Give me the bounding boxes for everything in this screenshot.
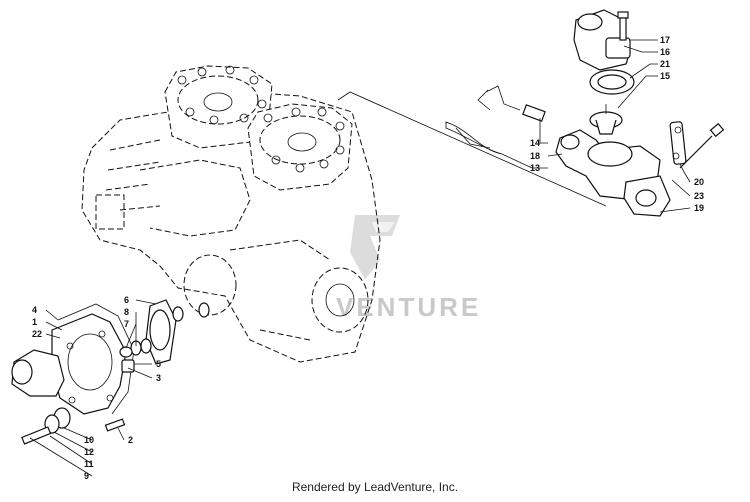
callout-14: 14 <box>530 138 540 148</box>
leader-lines <box>29 39 691 477</box>
engine-link-line <box>337 91 607 207</box>
bracket-20 <box>669 121 687 165</box>
callout-9: 9 <box>84 471 89 481</box>
callout-labels: 17 16 21 15 14 18 13 20 23 19 4 1 22 6 8… <box>32 35 704 481</box>
callout-21: 21 <box>660 59 670 69</box>
bushing-5 <box>121 359 135 373</box>
seal-21 <box>589 69 635 95</box>
callout-3: 3 <box>156 373 161 383</box>
water-pump-housing <box>51 313 127 415</box>
callout-13: 13 <box>530 163 540 173</box>
callout-20: 20 <box>694 177 704 187</box>
outlet-elbow <box>11 349 65 397</box>
drain-plug-7 <box>119 346 133 358</box>
screw-9 <box>21 426 52 445</box>
callout-6: 6 <box>124 295 129 305</box>
thermostat-cover <box>573 9 631 71</box>
callout-15: 15 <box>660 71 670 81</box>
bolt-2 <box>104 418 126 432</box>
callout-11: 11 <box>84 459 94 469</box>
callout-12: 12 <box>84 447 94 457</box>
callout-16: 16 <box>660 47 670 57</box>
callout-4: 4 <box>32 305 37 315</box>
callout-1: 1 <box>32 317 37 327</box>
callout-2: 2 <box>128 435 133 445</box>
temp-sensor-14 <box>477 85 546 122</box>
impeller-6 <box>145 299 177 365</box>
gasket-4 <box>57 303 135 415</box>
callout-18: 18 <box>530 151 540 161</box>
callout-22: 22 <box>32 329 42 339</box>
callout-5: 5 <box>156 359 161 369</box>
callout-19: 19 <box>694 203 704 213</box>
callout-23: 23 <box>694 191 704 201</box>
watermark-logo <box>350 215 400 280</box>
engine-block <box>81 65 381 363</box>
watermark-text: VENTURE <box>336 292 481 322</box>
wire-harness-13 <box>445 121 503 155</box>
callout-17: 17 <box>660 35 670 45</box>
footer-credit: Rendered by LeadVenture, Inc. <box>291 480 459 494</box>
callout-10: 10 <box>84 435 94 445</box>
thermostat-housing <box>555 129 671 217</box>
callout-8: 8 <box>124 307 129 317</box>
bolt-23 <box>679 122 725 169</box>
bolt-17 <box>617 11 629 41</box>
seal-rings-8 <box>130 302 210 356</box>
callout-7: 7 <box>124 319 129 329</box>
thermostat-15 <box>589 104 623 135</box>
